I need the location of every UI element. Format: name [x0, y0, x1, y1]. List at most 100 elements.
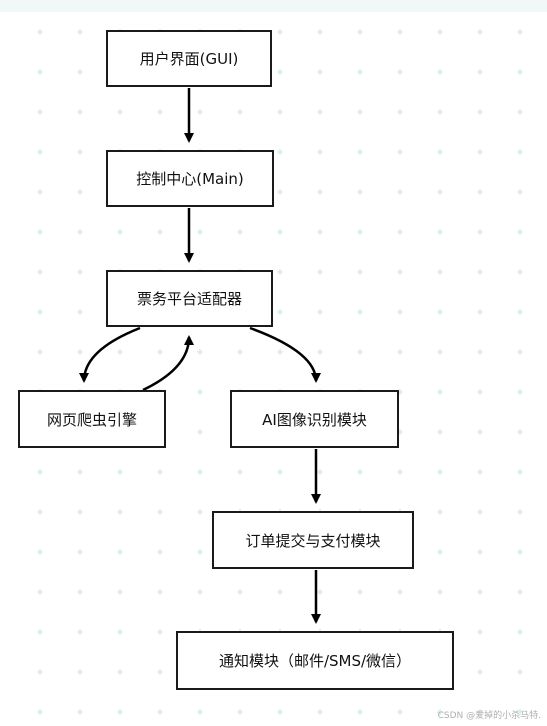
- grid-plus-mark: [197, 589, 203, 595]
- grid-plus-mark: [517, 309, 523, 315]
- grid-plus-mark: [357, 189, 363, 195]
- grid-plus-mark: [437, 549, 443, 555]
- grid-plus-mark: [237, 109, 243, 115]
- grid-plus-mark: [477, 709, 483, 715]
- grid-plus-mark: [277, 229, 283, 235]
- grid-plus-mark: [317, 109, 323, 115]
- grid-plus-mark: [397, 269, 403, 275]
- grid-plus-mark: [77, 189, 83, 195]
- grid-plus-mark: [517, 469, 523, 475]
- grid-plus-mark: [397, 69, 403, 75]
- grid-plus-mark: [117, 669, 123, 675]
- grid-plus-mark: [517, 149, 523, 155]
- node-gui: 用户界面(GUI): [106, 30, 272, 87]
- grid-plus-mark: [437, 349, 443, 355]
- grid-plus-mark: [477, 269, 483, 275]
- grid-plus-mark: [437, 309, 443, 315]
- grid-plus-mark: [277, 349, 283, 355]
- grid-plus-mark: [517, 669, 523, 675]
- grid-plus-mark: [317, 189, 323, 195]
- grid-plus-mark: [37, 509, 43, 515]
- grid-plus-mark: [317, 29, 323, 35]
- background-grid: [37, 29, 523, 715]
- grid-plus-mark: [277, 69, 283, 75]
- grid-plus-mark: [37, 69, 43, 75]
- edges: [79, 88, 321, 624]
- grid-plus-mark: [197, 109, 203, 115]
- grid-plus-mark: [77, 629, 83, 635]
- grid-plus-mark: [197, 549, 203, 555]
- grid-plus-mark: [197, 349, 203, 355]
- grid-plus-mark: [77, 109, 83, 115]
- grid-plus-mark: [517, 269, 523, 275]
- grid-plus-mark: [517, 429, 523, 435]
- grid-plus-mark: [357, 69, 363, 75]
- grid-plus-mark: [237, 229, 243, 235]
- grid-plus-mark: [197, 469, 203, 475]
- grid-plus-mark: [37, 349, 43, 355]
- grid-plus-mark: [437, 229, 443, 235]
- grid-plus-mark: [157, 669, 163, 675]
- grid-plus-mark: [157, 709, 163, 715]
- grid-plus-mark: [437, 389, 443, 395]
- grid-plus-mark: [437, 469, 443, 475]
- grid-plus-mark: [117, 469, 123, 475]
- grid-plus-mark: [77, 229, 83, 235]
- grid-plus-mark: [77, 69, 83, 75]
- grid-plus-mark: [477, 69, 483, 75]
- grid-plus-mark: [157, 589, 163, 595]
- grid-plus-mark: [37, 229, 43, 235]
- grid-plus-mark: [437, 29, 443, 35]
- grid-plus-mark: [77, 149, 83, 155]
- grid-plus-mark: [517, 389, 523, 395]
- grid-plus-mark: [357, 269, 363, 275]
- node-main: 控制中心(Main): [106, 150, 274, 207]
- grid-plus-mark: [117, 709, 123, 715]
- grid-plus-mark: [437, 269, 443, 275]
- node-adapter: 票务平台适配器: [106, 270, 273, 327]
- grid-plus-mark: [317, 349, 323, 355]
- grid-plus-mark: [37, 589, 43, 595]
- grid-plus-mark: [477, 389, 483, 395]
- grid-plus-mark: [117, 509, 123, 515]
- grid-plus-mark: [517, 549, 523, 555]
- grid-plus-mark: [117, 109, 123, 115]
- grid-plus-mark: [277, 109, 283, 115]
- grid-plus-mark: [517, 629, 523, 635]
- grid-plus-mark: [317, 269, 323, 275]
- grid-plus-mark: [277, 29, 283, 35]
- grid-plus-mark: [117, 589, 123, 595]
- grid-plus-mark: [517, 189, 523, 195]
- grid-plus-mark: [37, 669, 43, 675]
- grid-plus-mark: [37, 29, 43, 35]
- grid-plus-mark: [277, 189, 283, 195]
- grid-plus-mark: [317, 309, 323, 315]
- grid-plus-mark: [77, 269, 83, 275]
- grid-plus-mark: [357, 349, 363, 355]
- grid-plus-mark: [477, 469, 483, 475]
- node-notify: 通知模块（邮件/SMS/微信）: [176, 631, 454, 690]
- grid-plus-mark: [77, 589, 83, 595]
- grid-plus-mark: [77, 469, 83, 475]
- grid-plus-mark: [357, 29, 363, 35]
- grid-plus-mark: [237, 349, 243, 355]
- grid-plus-mark: [37, 269, 43, 275]
- grid-plus-mark: [117, 229, 123, 235]
- grid-plus-mark: [77, 509, 83, 515]
- grid-plus-mark: [357, 229, 363, 235]
- grid-plus-mark: [357, 469, 363, 475]
- grid-plus-mark: [77, 309, 83, 315]
- grid-plus-mark: [477, 429, 483, 435]
- grid-plus-mark: [317, 69, 323, 75]
- edge-adapter-to-crawler: [79, 326, 141, 383]
- grid-plus-mark: [397, 469, 403, 475]
- grid-plus-mark: [197, 229, 203, 235]
- grid-plus-mark: [477, 109, 483, 115]
- grid-plus-mark: [37, 469, 43, 475]
- grid-plus-mark: [317, 149, 323, 155]
- grid-plus-mark: [437, 69, 443, 75]
- grid-plus-mark: [437, 149, 443, 155]
- grid-plus-mark: [397, 709, 403, 715]
- grid-plus-mark: [477, 29, 483, 35]
